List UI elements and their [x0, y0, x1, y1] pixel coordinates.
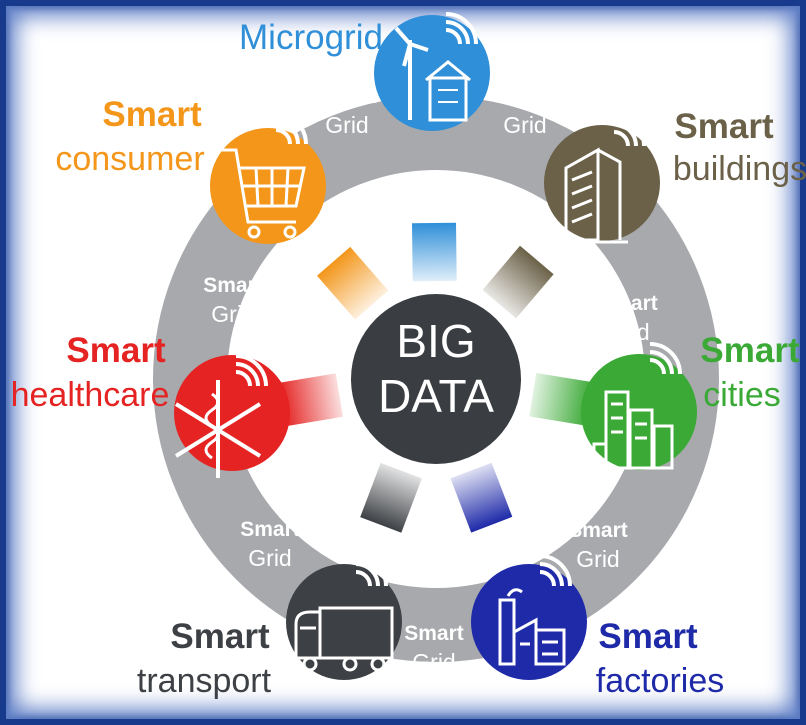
node-cities: [581, 342, 697, 470]
spoke-consumer: [317, 246, 389, 320]
ring-label-grid-6: Grid: [412, 649, 455, 675]
ring-label-grid-0: Grid: [325, 112, 368, 138]
node-microgrid: [374, 12, 490, 131]
ring-label-grid-1: Grid: [503, 112, 546, 138]
label-transport-line1: Smart: [170, 617, 270, 656]
node-consumer: [210, 112, 326, 244]
spokes: [278, 222, 594, 533]
label-buildings-line1: Smart: [674, 107, 774, 146]
ring-label-smart-1: Smart: [495, 85, 555, 108]
center-text-line2: DATA: [378, 370, 494, 422]
spoke-cities: [529, 373, 594, 426]
building-icon: [560, 114, 646, 244]
shopping-cart-icon: [222, 112, 308, 239]
node-factories: [471, 554, 587, 680]
label-transport-line2: transport: [137, 662, 272, 700]
label-healthcare-line1: Smart: [66, 331, 166, 370]
node-buildings: [544, 114, 660, 244]
node-healthcare: [174, 354, 290, 478]
label-buildings-line2: buildings: [673, 150, 806, 188]
label-consumer-line1: Smart: [102, 95, 202, 134]
spoke-microgrid: [412, 222, 457, 282]
ring-label-smart-6: Smart: [404, 622, 464, 645]
ring-label-smart-0: Smart: [317, 85, 377, 108]
label-factories-line1: Smart: [598, 617, 698, 656]
ring-label-smart-4: Smart: [240, 518, 300, 541]
label-cities-line1: Smart: [700, 331, 800, 370]
label-healthcare-line2: healthcare: [11, 376, 170, 414]
spoke-healthcare: [278, 373, 343, 427]
ring-label-grid-5: Grid: [576, 546, 619, 572]
label-factories-line2: factories: [596, 662, 725, 700]
ring-label-smart-3: Smart: [598, 292, 658, 315]
spoke-transport: [360, 462, 422, 533]
ring-label-grid-2: Grid: [211, 301, 254, 327]
label-cities-line2: cities: [703, 376, 780, 414]
city-icon: [592, 342, 682, 470]
ring-label-grid-4: Grid: [248, 545, 291, 571]
factory-icon: [498, 554, 572, 666]
label-consumer-line2: consumer: [55, 140, 204, 178]
spoke-factories: [450, 462, 513, 533]
medical-star-icon: [174, 354, 268, 478]
label-microgrid: Microgrid: [239, 18, 383, 57]
ring-label-smart-2: Smart: [203, 274, 263, 297]
truck-icon: [294, 554, 394, 672]
center-text-line1: BIG: [396, 315, 475, 367]
ring-label-grid-3: Grid: [606, 319, 649, 345]
ring-label-smart-5: Smart: [568, 519, 628, 542]
big-data-hub: [351, 294, 521, 464]
wind-turbine-house-icon: [394, 12, 478, 122]
node-transport: [286, 554, 402, 680]
spoke-buildings: [482, 245, 554, 319]
